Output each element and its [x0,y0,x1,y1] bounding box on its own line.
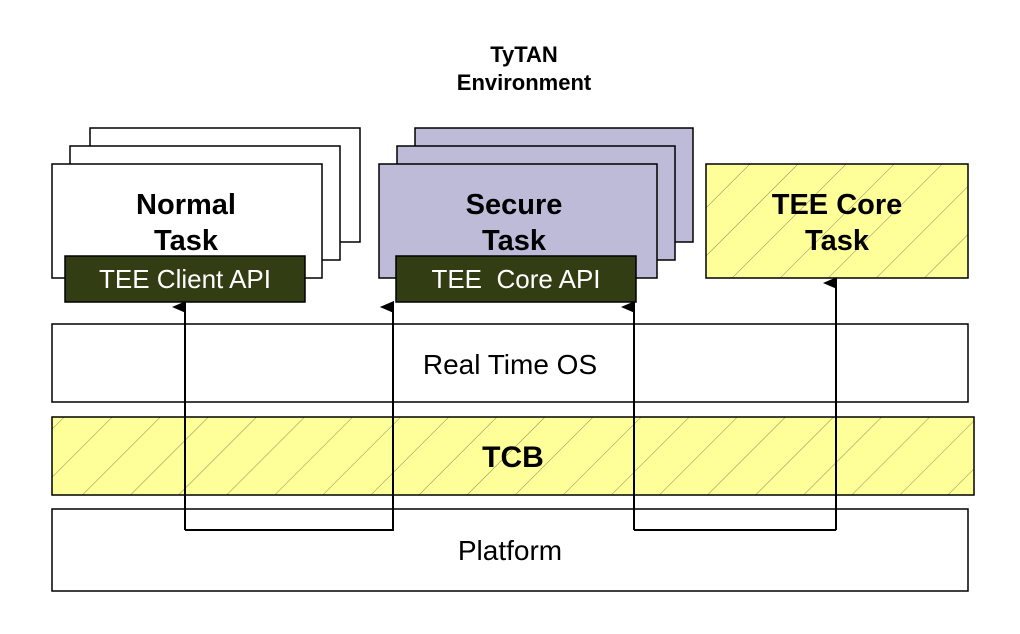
tee-core-api-label: TEE Core API [431,264,600,294]
platform-layer-box [51,508,969,592]
tee-core-api-box [395,255,637,303]
platform-layer-label: Platform [458,535,562,566]
normal-task-title-line2: Task [154,225,219,257]
rtos-layer-box [51,323,969,403]
environment-title-line2: Environment [457,70,592,95]
secure-task-title-line2: Task [482,225,547,257]
tcb-layer-box [51,416,975,496]
tcb-layer-label: TCB [482,441,544,474]
secure-task-stack: Secure Task TEE Core API [378,127,694,303]
tee-core-task-box [705,163,969,279]
tee-core-task-title-line2: Task [805,225,870,257]
tee-client-api-box [64,255,306,303]
rtos-layer-label: Real Time OS [423,349,597,380]
environment-title-line1: TyTAN [490,42,558,67]
normal-task-stack: Normal Task TEE Client API [51,127,361,303]
tee-client-api-label: TEE Client API [99,264,271,294]
secure-task-title-line1: Secure [466,189,563,221]
tee-core-task: TEE Core Task [705,163,969,279]
normal-task-title-line1: Normal [136,189,236,221]
tee-core-task-title-line1: TEE Core [772,189,903,221]
